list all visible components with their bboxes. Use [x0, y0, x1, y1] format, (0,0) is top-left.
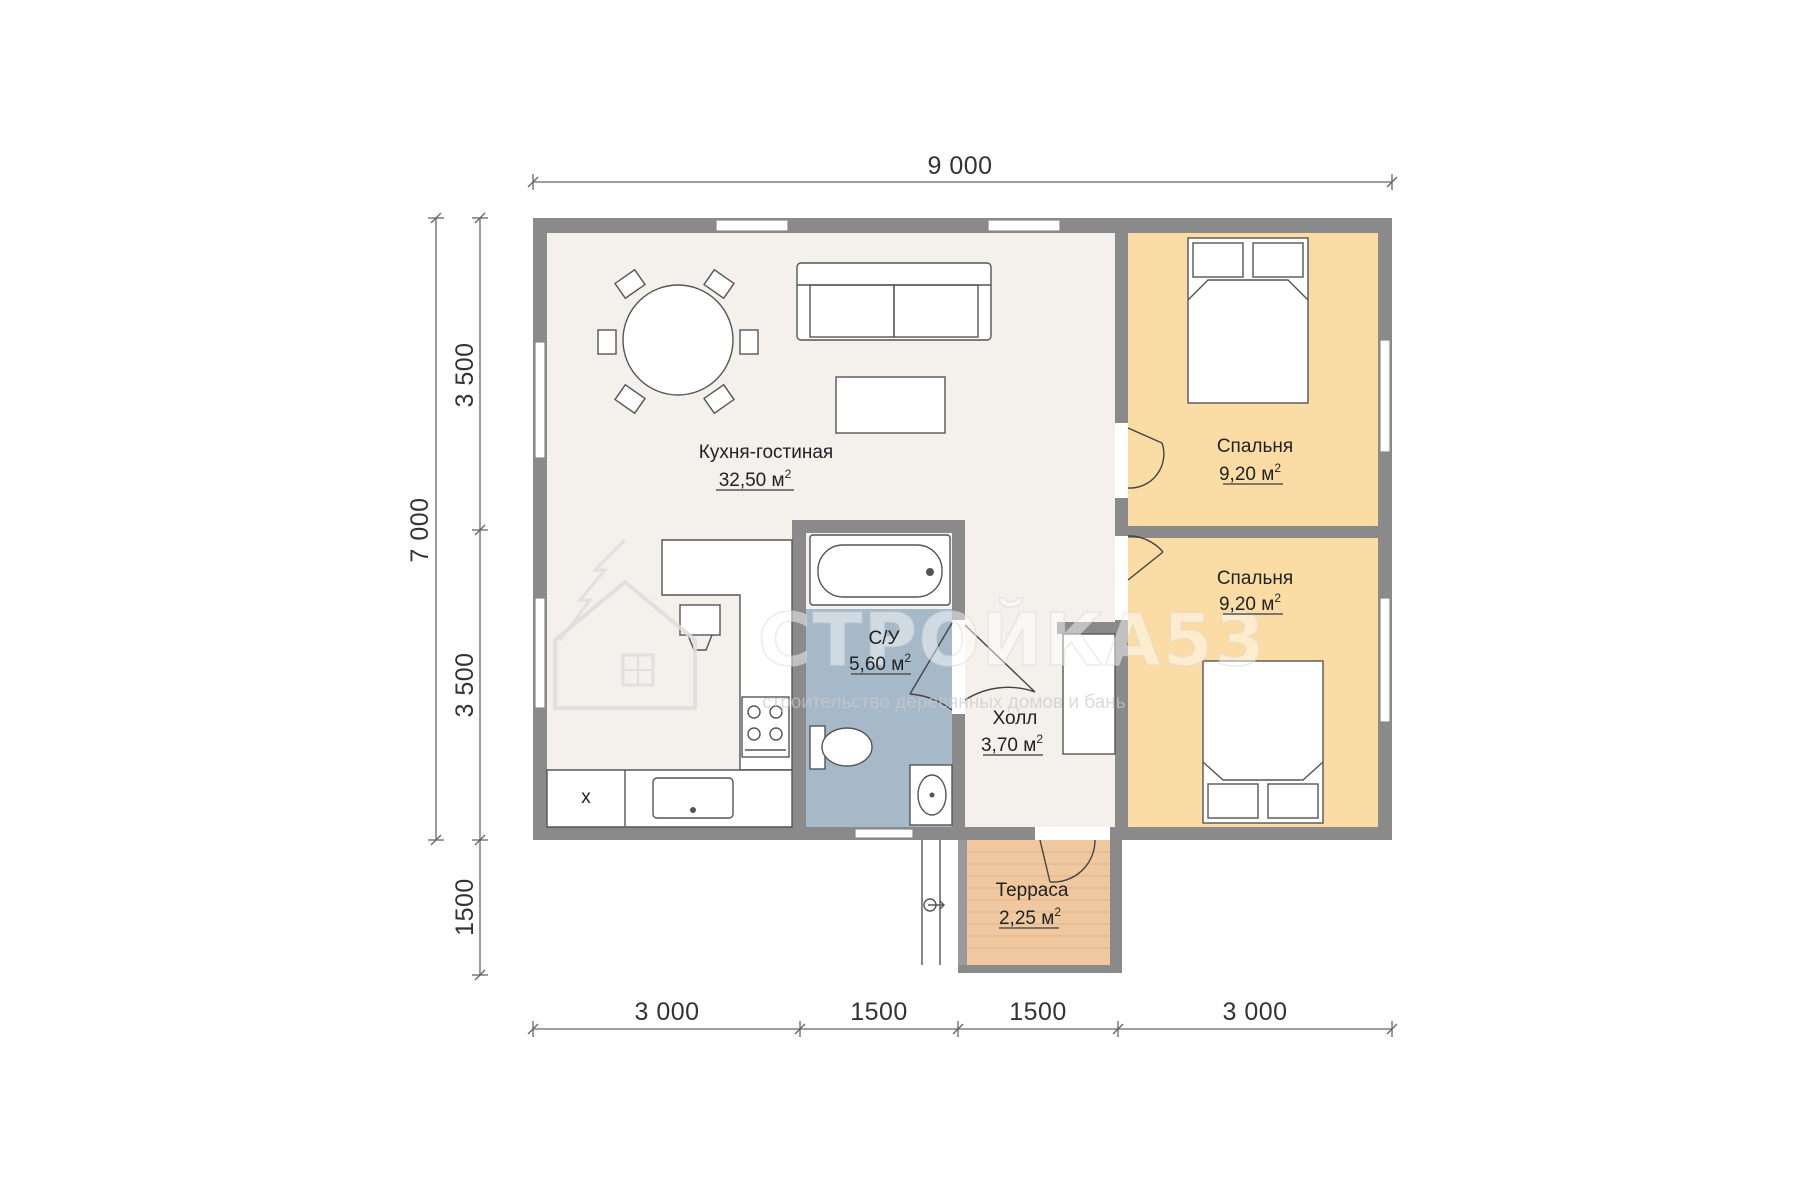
chair — [739, 329, 759, 355]
bathroom-wall-top — [792, 520, 965, 533]
dim-bottom-2: 1500 — [850, 998, 908, 1026]
chair — [703, 268, 735, 300]
terrace-post-right — [1110, 835, 1122, 965]
kitchen-name: Кухня-гостиная — [699, 442, 833, 463]
dim-top-total: 9 000 — [927, 152, 992, 180]
toilet — [809, 725, 873, 770]
dim-bottom-4: 3 000 — [1222, 998, 1287, 1026]
outer-wall-bottom — [533, 827, 1392, 840]
bathroom-wall-left — [792, 520, 806, 827]
terrace-floor — [958, 840, 1110, 965]
dimension-lines — [428, 174, 1398, 1037]
door-swings — [909, 427, 1165, 883]
bedroom-top-name: Спальня — [1217, 436, 1293, 457]
chair — [703, 383, 735, 415]
house-logo-icon — [553, 579, 697, 710]
terrace-post-left — [958, 840, 967, 965]
bathroom-wall-right-upper — [952, 520, 965, 620]
outer-wall-top — [533, 218, 1392, 233]
bedroom-top-area: 9,20 м2 — [1219, 461, 1281, 485]
dining-set — [597, 268, 759, 415]
hall-wardrobe — [1062, 633, 1116, 755]
watermark-subtitle: строительство деревянных домов и бань — [762, 692, 1126, 713]
dim-bottom-3: 1500 — [1009, 998, 1067, 1026]
bedroom-bottom-name: Спальня — [1217, 568, 1293, 589]
door-openings — [952, 423, 1128, 840]
dining-table — [622, 284, 734, 396]
dim-left-lower: 3 500 — [451, 652, 479, 717]
bedroom-bottom-area: 9,20 м2 — [1219, 591, 1281, 615]
appliance-mark: x — [581, 787, 591, 808]
sink — [652, 777, 734, 819]
bathroom-area: 5,60 м2 — [849, 651, 911, 675]
sofa — [796, 262, 992, 341]
chair — [614, 268, 646, 300]
terrace-bottom — [958, 965, 1122, 973]
windows — [534, 219, 1391, 839]
chair — [597, 329, 617, 355]
partition-vertical-upper — [1115, 233, 1128, 423]
terrace-name: Терраса — [996, 880, 1069, 901]
watermark: СТРОЙКА53 строительство деревянных домов… — [553, 538, 1267, 713]
bed-top — [1187, 237, 1309, 404]
dim-left-total: 7 000 — [406, 497, 434, 562]
chair — [614, 383, 646, 415]
washbasin — [909, 764, 953, 826]
hall-wall-stub — [1057, 622, 1127, 634]
bathroom-wall-right-lower — [952, 714, 965, 827]
terrace-boards — [958, 851, 1110, 949]
watermark-title: СТРОЙКА53 — [758, 598, 1267, 682]
terrace-steps — [921, 840, 945, 965]
terrace-area: 2,25 м2 — [999, 905, 1061, 929]
bar-stool — [679, 604, 721, 636]
stove — [741, 696, 790, 758]
coffee-table — [835, 376, 946, 434]
bathtub — [809, 534, 951, 606]
dim-left-upper: 3 500 — [451, 342, 479, 407]
partition-bedrooms — [1115, 526, 1378, 538]
hall-area: 3,70 м2 — [981, 732, 1043, 756]
kitchen-area: 32,50 м2 — [719, 467, 792, 491]
hall-name: Холл — [993, 708, 1038, 729]
outer-wall-left — [533, 218, 547, 840]
bathroom-name: С/У — [868, 628, 900, 649]
outer-wall-right — [1378, 218, 1392, 840]
dim-bottom-1: 3 000 — [634, 998, 699, 1026]
bed-bottom — [1202, 660, 1324, 824]
partition-vertical-lower — [1115, 620, 1128, 827]
dim-left-terrace: 1500 — [451, 878, 479, 936]
